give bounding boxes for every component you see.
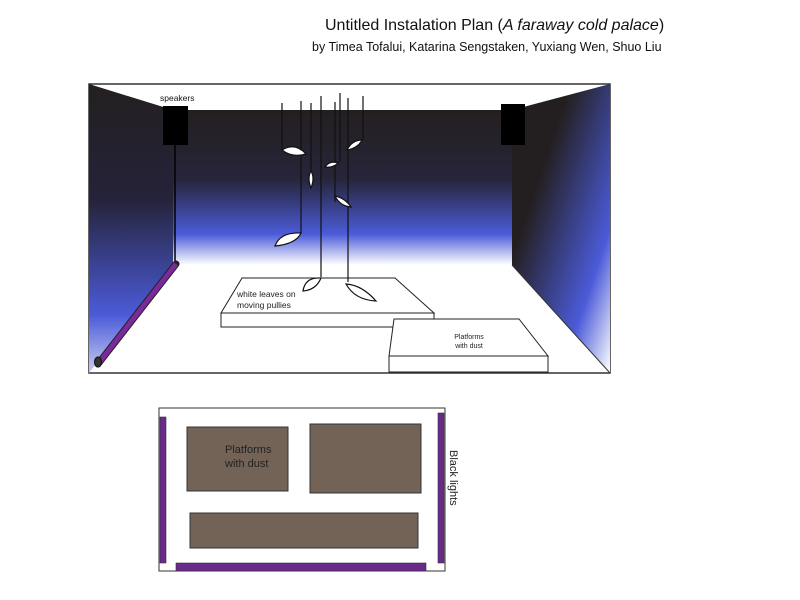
room-perspective: speakers Black lights white leaves on mo… bbox=[88, 83, 611, 374]
title-italic: A faraway cold palace bbox=[502, 17, 659, 34]
platforms-label-1: Platforms bbox=[454, 334, 484, 341]
black-light-tube bbox=[94, 260, 180, 368]
platform-center bbox=[220, 277, 436, 328]
platform-1 bbox=[186, 426, 289, 492]
title-text: Untitled Instalation Plan ( bbox=[325, 17, 503, 34]
speakers-label: speakers bbox=[160, 93, 195, 103]
black-light-left bbox=[159, 416, 167, 564]
plan-title: Untitled Instalation Plan (A faraway col… bbox=[325, 17, 664, 35]
leaves-label-1: white leaves on bbox=[236, 289, 296, 299]
authors: by Timea Tofalui, Katarina Sengstaken, Y… bbox=[312, 40, 662, 54]
floor-edge bbox=[511, 264, 611, 374]
right-wall bbox=[512, 84, 610, 373]
title-suffix: ) bbox=[658, 17, 665, 34]
floor-platforms-label-1: Platforms bbox=[225, 444, 272, 456]
back-wall bbox=[173, 110, 512, 265]
platform-front bbox=[388, 318, 550, 373]
platform-2 bbox=[309, 423, 422, 494]
platforms-label-2: with dust bbox=[454, 343, 483, 350]
speaker-left bbox=[163, 106, 188, 145]
speaker-right bbox=[501, 104, 525, 145]
black-light-right bbox=[437, 412, 445, 564]
platform-3 bbox=[189, 512, 419, 549]
floor-platforms-label-2: with dust bbox=[224, 458, 268, 470]
leaves-label-2: moving pullies bbox=[237, 300, 291, 310]
left-wall bbox=[89, 84, 173, 373]
black-light-bottom bbox=[175, 562, 427, 572]
hanging-leaves bbox=[274, 93, 378, 302]
floor-plan: Platforms with dust Black lights bbox=[158, 407, 459, 572]
floor-black-lights-label: Black lights bbox=[447, 450, 459, 506]
